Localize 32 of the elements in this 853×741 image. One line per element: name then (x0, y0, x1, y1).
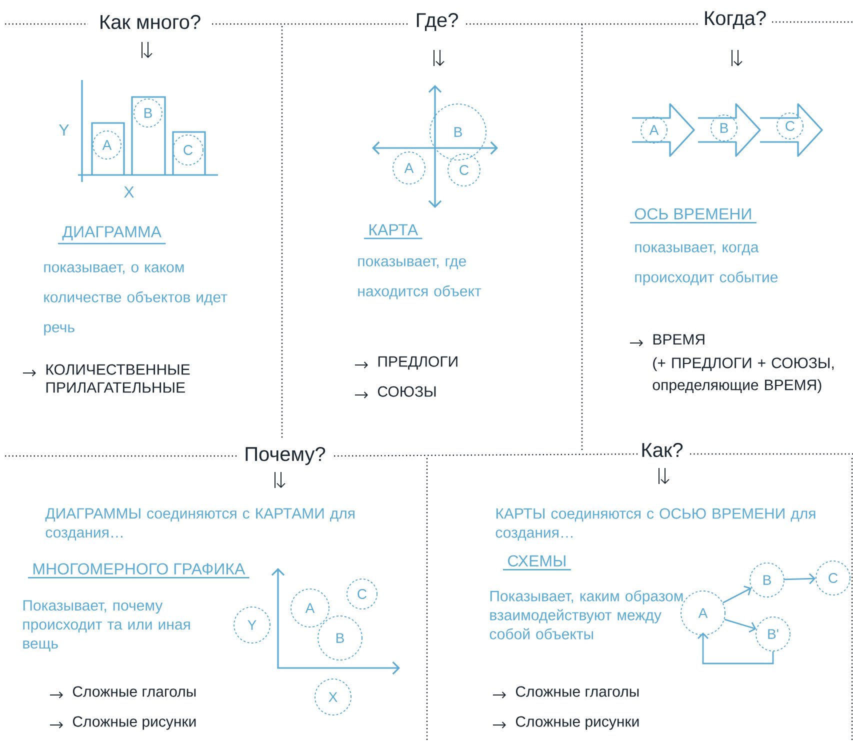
list-item: (+ ПРЕДЛОГИ + СОЮЗЫ, определяющие ВРЕМЯ) (652, 357, 834, 394)
description-text: показывает, когда происходит событие (635, 244, 778, 286)
arrow (722, 586, 752, 604)
arrow (784, 573, 816, 584)
description-text: ДИАГРАММЫ соединяются с КАРТАМИ для создания… (45, 508, 354, 541)
description-text: Показывает, почему происходит та или иная вещь (23, 600, 190, 652)
list-item: КОЛИЧЕСТВЕННЫЕ ПРИЛАГАТЕЛЬНЫЕ (46, 364, 190, 393)
axis-label: Y (59, 124, 69, 136)
arrow (724, 618, 756, 633)
axis-label: X (124, 186, 134, 198)
list-item: Сложные рисунки (516, 716, 639, 730)
section-heading: Когда? (705, 11, 766, 29)
list-item: Сложные глаголы (72, 686, 196, 697)
term-heading: МНОГОМЕРНОГО ГРАФИКА (28, 563, 250, 578)
term-heading: ОСЬ ВРЕМЕНИ (630, 208, 756, 224)
section-heading: Где? (416, 13, 458, 31)
list-item: Сложные глаголы (516, 686, 639, 697)
section-heading: Как? (642, 442, 683, 458)
description-text: показывает, где находится объект (358, 258, 482, 300)
term-heading: ДИАГРАММА (58, 226, 166, 244)
section-heading: Почему? (246, 446, 326, 466)
description-text: показывает, о каком количестве объектов идет речь (44, 264, 228, 336)
arrow (698, 632, 774, 664)
list-item: СОЮЗЫ (378, 386, 436, 397)
description-text: КАРТЫ соединяются с ОСЬЮ ВРЕМЕНИ для создания… (496, 508, 816, 541)
term-heading: СХЕМЫ (503, 555, 571, 570)
list-item: ПРЕДЛОГИ (378, 356, 458, 370)
term-heading: КАРТА (364, 224, 422, 240)
list-item: ВРЕМЯ (653, 334, 704, 345)
list-item: Сложные рисунки (72, 716, 196, 730)
description-text: Показывает, каким образом взаимодействуют между собой объекты (490, 590, 683, 640)
section-heading: Как много? (100, 14, 200, 30)
